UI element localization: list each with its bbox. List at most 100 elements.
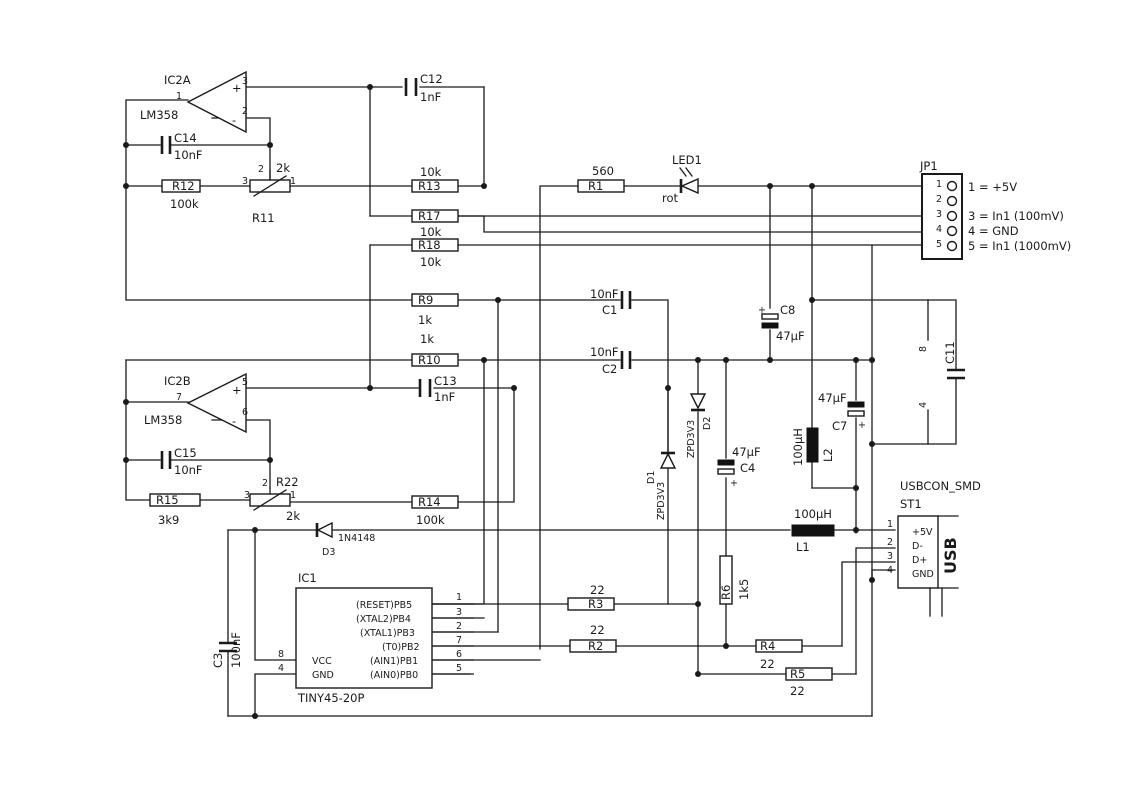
ic2a-pin3: 3 (242, 76, 248, 87)
resistor-r12: R12 100k (161, 179, 201, 211)
st1-pin-num-3: 3 (887, 551, 893, 562)
ic1-pin-num-3: 3 (456, 607, 462, 618)
resistor-r9: R9 1k (411, 293, 459, 327)
ic1-pin-num-8: 8 (278, 649, 284, 660)
jp1-desc-5: 5 = In1 (1000mV) (968, 239, 1071, 253)
c3-name: C3 (211, 653, 225, 668)
r6-name: R6 (719, 585, 733, 600)
r2-value: 22 (590, 623, 605, 637)
c11-pin4: 4 (918, 402, 929, 408)
resistor-r10: R10 1k (411, 332, 459, 367)
c7-value: 47µF (818, 391, 847, 405)
ic1-pin-label-pb1: (AIN1)PB1 (370, 656, 418, 667)
ic2a-name: IC2A (164, 73, 191, 87)
led-led1: LED1 rot (662, 153, 702, 205)
r13-value: 10k (420, 165, 442, 179)
r4-value: 22 (760, 657, 775, 671)
r22-pin2: 2 (262, 478, 268, 489)
st1-usb-label: USB (941, 537, 960, 574)
c15-name: C15 (174, 446, 197, 460)
r2-name: R2 (588, 639, 603, 653)
r15-name: R15 (156, 493, 179, 507)
c14-value: 10nF (174, 148, 203, 162)
c4-name: C4 (740, 461, 755, 475)
st1-pin-label-dplus: D+ (912, 555, 927, 566)
d1-value: ZPD3V3 (656, 482, 667, 520)
inductor-l2: 100µH L2 (791, 427, 835, 466)
r22-pin1: 1 (290, 490, 296, 501)
resistor-r3: R3 22 (567, 583, 615, 611)
diode-d2: D2 ZPD3V3 (686, 393, 713, 458)
c14-name: C14 (174, 131, 197, 145)
r18-value: 10k (420, 255, 442, 269)
capacitor-c13: C13 1nF (418, 374, 457, 404)
ic1-pin-num-4: 4 (278, 663, 284, 674)
resistor-r15: R15 3k9 (149, 493, 201, 527)
ic2b-part: LM358 (144, 413, 182, 427)
ic1-pin-num-6: 6 (456, 649, 462, 660)
r1-value: 560 (592, 164, 614, 178)
ic2a-pin2: 2 (242, 106, 248, 117)
ic1-pin-label-gnd: GND (312, 670, 334, 681)
c1-value: 10nF (590, 287, 619, 301)
opamp-ic2b: + - IC2B 7 LM358 5 6 (144, 372, 248, 434)
r3-value: 22 (590, 583, 605, 597)
led1-name: LED1 (672, 153, 702, 167)
r10-name: R10 (418, 353, 441, 367)
r12-name: R12 (172, 179, 195, 193)
capacitor-c8: + C8 47µF (758, 303, 805, 343)
r6-value: 1k5 (737, 579, 751, 600)
ic2a-plus: + (232, 81, 242, 95)
l1-name: L1 (796, 540, 810, 554)
l2-name: L2 (821, 448, 835, 462)
r11-pin3: 3 (242, 176, 248, 187)
r11-value: 2k (276, 161, 290, 175)
usb-connector-st1: USBCON_SMD ST1 USB 1 2 3 4 +5V D- D+ GND (887, 479, 981, 617)
c13-value: 1nF (434, 390, 455, 404)
capacitor-c4: + 47µF C4 (717, 445, 761, 489)
st1-pin-label-dminus: D- (912, 541, 923, 552)
c8-value: 47µF (776, 329, 805, 343)
capacitor-c1: 10nF C1 (590, 287, 632, 317)
ic2b-pin6: 6 (242, 407, 248, 418)
jp1-desc-4: 4 = GND (968, 224, 1019, 238)
r11-pin2: 2 (258, 164, 264, 175)
wires (125, 86, 957, 717)
diode-d1: D1 ZPD3V3 (646, 451, 677, 520)
c11-pin8: 8 (918, 346, 929, 352)
r5-name: R5 (790, 667, 805, 681)
ic1-part: TINY45-20P (297, 691, 364, 705)
svg-text:+: + (858, 420, 866, 431)
capacitor-c12: C12 1nF (404, 72, 443, 104)
diode-d3: 1N4148 D3 (315, 521, 375, 558)
st1-pin-label-vbus: +5V (912, 527, 933, 538)
c8-name: C8 (780, 303, 795, 317)
potentiometer-r22: R22 2 3 1 2k (244, 475, 300, 523)
r14-name: R14 (418, 495, 441, 509)
c11-name: C11 (943, 341, 957, 364)
d3-name: D3 (322, 547, 335, 558)
jp1-desc-3: 3 = In1 (100mV) (968, 209, 1064, 223)
ic1-pin-label-pb3: (XTAL1)PB3 (360, 628, 415, 639)
st1-name: ST1 (900, 497, 922, 511)
d2-value: ZPD3V3 (686, 420, 697, 458)
jp1-pin-2: 2 (936, 194, 942, 205)
svg-text:+: + (730, 478, 738, 489)
ic2a-part: LM358 (140, 108, 178, 122)
resistor-r4: R4 22 (755, 639, 803, 671)
st1-pin-num-4: 4 (887, 565, 893, 576)
ic2b-pin5: 5 (242, 377, 248, 388)
d2-name: D2 (702, 417, 713, 430)
resistor-r2: R2 22 (569, 623, 617, 653)
ic2a-minus: - (232, 113, 236, 127)
r11-name: R11 (252, 211, 275, 225)
capacitor-c7: + 47µF C7 (818, 391, 866, 433)
r9-name: R9 (418, 293, 433, 307)
r3-name: R3 (588, 597, 603, 611)
ic2b-name: IC2B (164, 374, 191, 388)
jp1-desc-1: 1 = +5V (968, 180, 1017, 194)
c1-name: C1 (602, 303, 617, 317)
capacitor-c15: C15 10nF (160, 446, 203, 477)
st1-pin-num-2: 2 (887, 537, 893, 548)
